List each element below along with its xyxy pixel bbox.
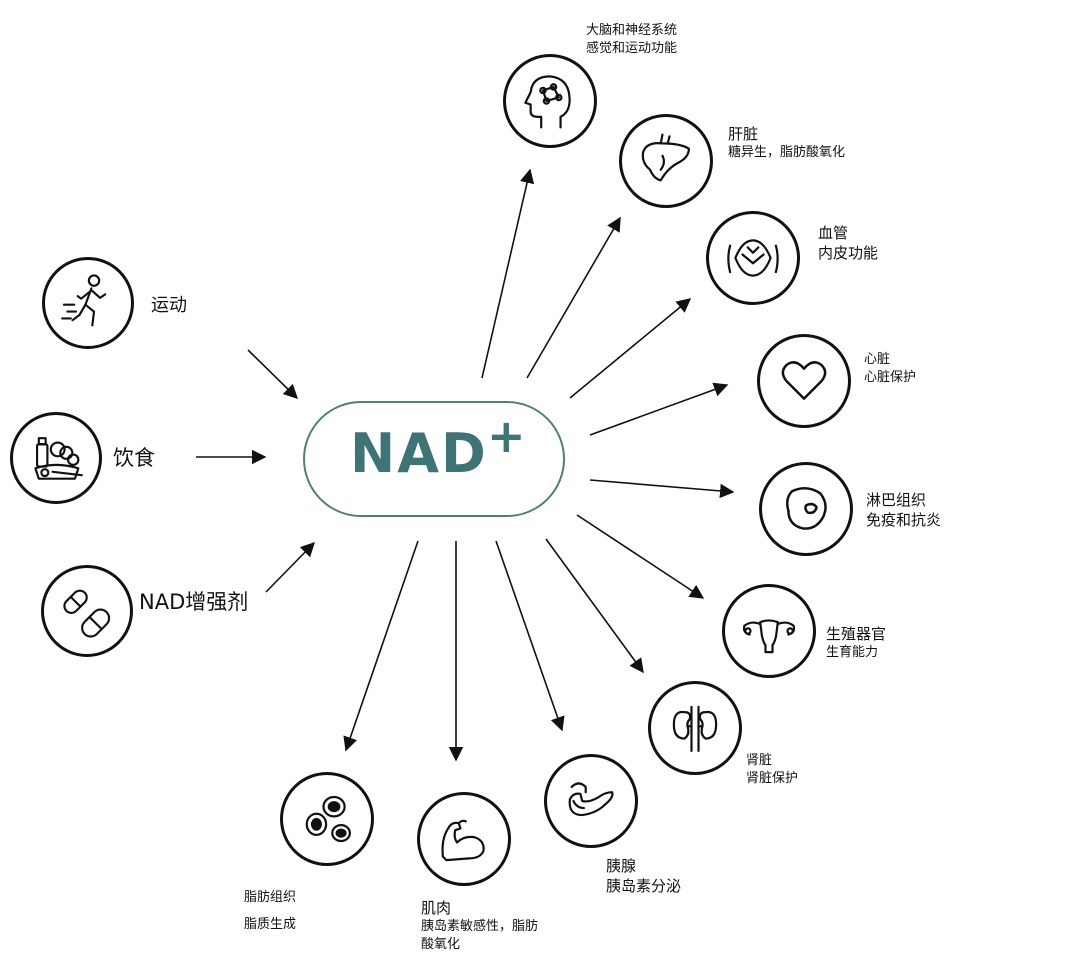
supplement-node bbox=[41, 565, 133, 657]
liver-node bbox=[619, 114, 713, 208]
repro-title: 生殖器官 bbox=[826, 625, 887, 643]
vessel-node bbox=[706, 211, 800, 305]
diet-node bbox=[10, 412, 102, 504]
arrow-nad-to-lymph bbox=[589, 479, 735, 499]
fat-subtitle: 脂质生成 bbox=[244, 916, 297, 932]
heart-title: 心脏 bbox=[864, 352, 891, 367]
arrow-supplement-to-nad bbox=[265, 541, 316, 593]
running-person-icon bbox=[61, 274, 107, 327]
capsule-pills-icon bbox=[63, 589, 111, 638]
fat-node bbox=[280, 772, 374, 866]
brain-title: 大脑和神经系统 bbox=[586, 23, 678, 38]
pancreas-title: 胰腺 bbox=[606, 857, 637, 875]
pancreas-icon bbox=[568, 782, 614, 817]
liver-subtitle: 糖异生，脂肪酸氧化 bbox=[728, 145, 846, 161]
heart-subtitle: 心脏保护 bbox=[864, 369, 917, 385]
kidney-subtitle: 肾脏保护 bbox=[746, 770, 799, 786]
diet-label: 饮食 bbox=[113, 446, 155, 470]
lymph-node bbox=[759, 462, 853, 556]
fat-title: 脂肪组织 bbox=[244, 890, 297, 905]
arrow-exercise-to-nad bbox=[247, 349, 299, 400]
nad-plus-sign: + bbox=[487, 409, 526, 463]
kidney-title: 肾脏 bbox=[746, 753, 773, 768]
lymph-title: 淋巴组织 bbox=[866, 491, 927, 509]
exercise-label: 运动 bbox=[151, 295, 187, 316]
arrow-nad-to-liver bbox=[526, 216, 621, 379]
arrow-nad-to-pancreas bbox=[495, 540, 565, 732]
kidney-node bbox=[648, 681, 742, 775]
exercise-node bbox=[42, 257, 134, 349]
arrow-nad-to-fat bbox=[343, 540, 419, 752]
repro-node bbox=[722, 584, 816, 678]
lymph-cell-icon bbox=[786, 487, 827, 530]
arrow-nad-to-kidney bbox=[545, 538, 644, 674]
brain-node bbox=[503, 54, 597, 148]
food-groceries-icon bbox=[34, 437, 83, 480]
kidneys-icon bbox=[672, 705, 718, 752]
vessel-subtitle: 内皮功能 bbox=[818, 244, 879, 263]
uterus-icon bbox=[742, 619, 796, 654]
arrow-nad-to-brain bbox=[481, 168, 535, 379]
muscle-subtitle-cont: 酸氧化 bbox=[421, 936, 461, 952]
repro-subtitle: 生育能力 bbox=[826, 645, 879, 661]
liver-icon bbox=[641, 133, 690, 182]
nad-label: NAD bbox=[350, 422, 488, 485]
lymph-subtitle: 免疫和抗炎 bbox=[866, 511, 942, 530]
pancreas-subtitle: 胰岛素分泌 bbox=[606, 877, 682, 896]
muscle-subtitle: 胰岛素敏感性，脂肪 bbox=[421, 919, 539, 935]
brain-subtitle: 感觉和运动功能 bbox=[586, 40, 678, 56]
flexed-arm-icon bbox=[441, 819, 485, 862]
nad-center-box: NAD + bbox=[303, 401, 565, 517]
heart-node bbox=[757, 334, 851, 428]
supplement-label: NAD增强剂 bbox=[139, 590, 249, 614]
pancreas-node bbox=[544, 754, 638, 848]
brain-head-icon bbox=[524, 75, 571, 129]
arrow-nad-to-vessel bbox=[569, 298, 692, 399]
vessel-title: 血管 bbox=[818, 224, 849, 242]
blood-vessel-icon bbox=[727, 239, 779, 277]
muscle-title: 肌肉 bbox=[421, 899, 452, 917]
heart-icon bbox=[781, 361, 827, 400]
liver-title: 肝脏 bbox=[728, 125, 759, 143]
muscle-node bbox=[417, 792, 511, 886]
arrow-nad-to-heart bbox=[589, 382, 729, 436]
arrow-nad-to-repro bbox=[576, 514, 705, 599]
fat-cells-icon bbox=[305, 795, 351, 843]
